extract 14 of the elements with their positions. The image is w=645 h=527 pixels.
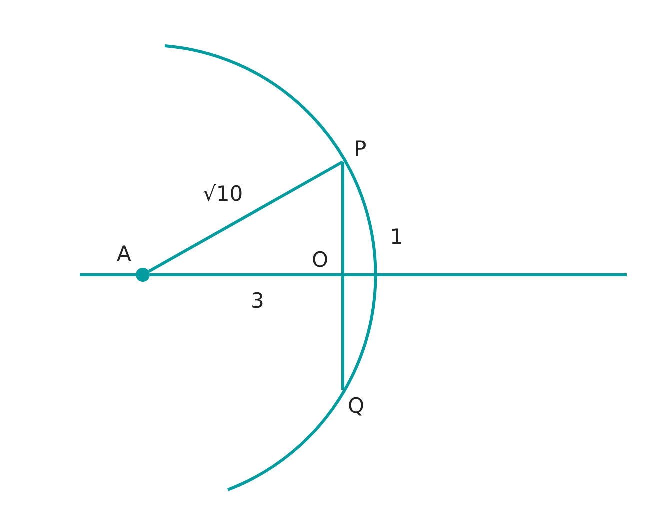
edge-label: 3 (251, 291, 264, 312)
labelled-point (115, 243, 151, 283)
line-segment (343, 274, 627, 276)
point-label: P (354, 139, 367, 160)
point-label: O (312, 250, 329, 271)
line-segment (342, 162, 344, 275)
line-segment (342, 275, 344, 390)
point-label: A (117, 244, 132, 265)
edge-label: 1 (390, 227, 404, 248)
edge-label: √10 (203, 184, 244, 205)
line-segment (148, 160, 344, 273)
point-label: Q (348, 396, 365, 417)
line-segment (80, 274, 136, 276)
line-segment (150, 274, 343, 276)
